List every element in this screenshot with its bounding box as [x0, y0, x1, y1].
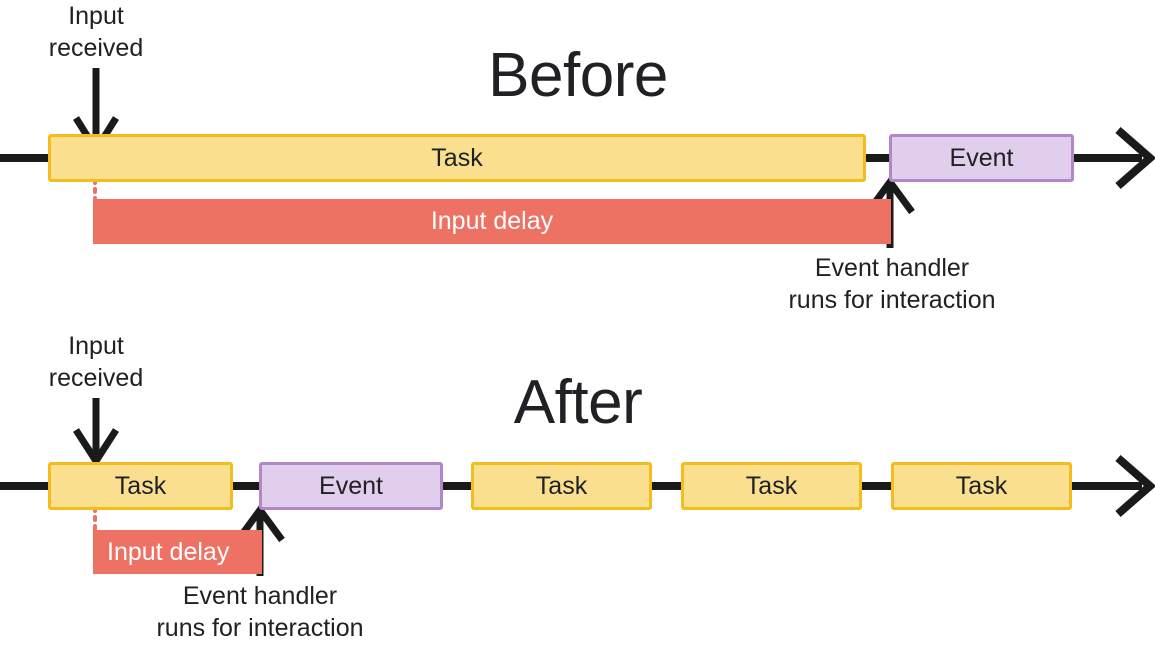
after-event-handler-line2: runs for interaction [156, 614, 364, 642]
after-input-received-line1: Input [68, 332, 124, 360]
before-task-label: Task [431, 143, 483, 172]
after-input-arrow-head-icon [73, 428, 119, 468]
before-event-handler-label: Event handler runs for interaction [727, 252, 1057, 316]
before-input-received-line1: Input [68, 2, 124, 30]
before-input-delay-bar: Input delay [93, 199, 891, 244]
before-event-label: Event [949, 143, 1014, 172]
before-task-box: Task [48, 134, 866, 182]
after-task-label-1: Task [114, 471, 167, 500]
after-timeline-arrowhead-icon [1115, 454, 1155, 518]
before-timeline-arrowhead-icon [1115, 126, 1155, 190]
after-event-box: Event [259, 462, 443, 510]
after-task-label-2: Task [535, 471, 588, 500]
before-event-handler-line2: runs for interaction [788, 286, 996, 314]
after-task-box-3: Task [681, 462, 862, 510]
after-task-box-1: Task [48, 462, 233, 510]
after-input-delay-label: Input delay [107, 537, 230, 566]
after-event-handler-line1: Event handler [182, 582, 338, 610]
before-input-delay-label: Input delay [430, 207, 554, 235]
after-input-delay-bar: Input delay [93, 530, 262, 574]
before-title: Before [488, 41, 668, 110]
after-task-label-4: Task [955, 471, 1008, 500]
after-input-received-line2: received [48, 364, 144, 392]
after-task-box-4: Task [891, 462, 1072, 510]
after-task-label-3: Task [745, 471, 798, 500]
before-input-received-label: Input received [16, 0, 176, 64]
after-event-handler-label: Event handler runs for interaction [95, 580, 425, 644]
after-input-received-label: Input received [16, 330, 176, 394]
after-title: After [513, 368, 643, 437]
before-event-box: Event [889, 134, 1074, 182]
before-input-received-line2: received [48, 34, 144, 62]
after-task-box-2: Task [471, 462, 652, 510]
after-event-label: Event [319, 471, 383, 500]
before-event-handler-line1: Event handler [814, 254, 970, 282]
